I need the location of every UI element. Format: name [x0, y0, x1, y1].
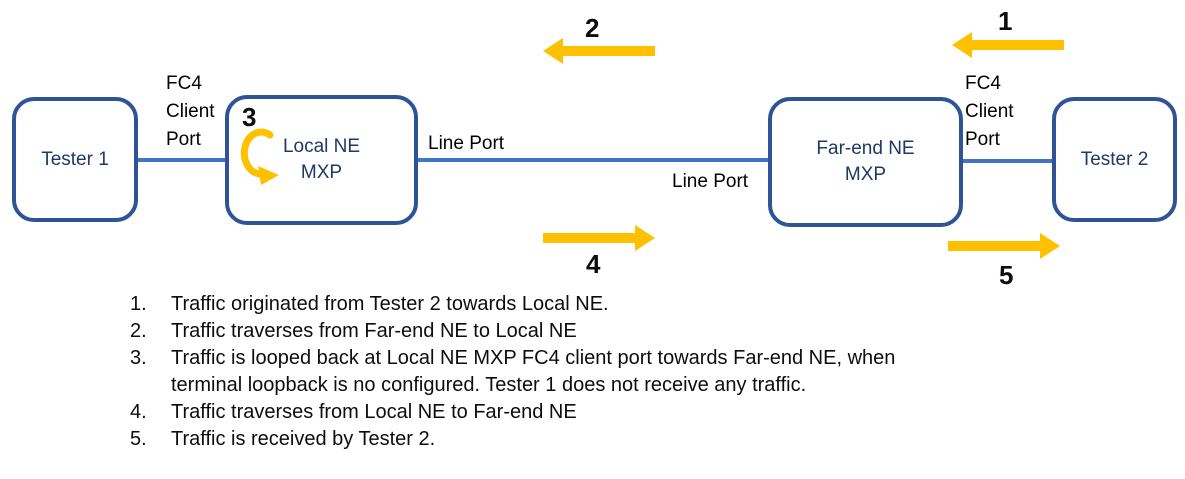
- arrow-4-head: [635, 225, 655, 251]
- arrow-1-left-icon: [952, 32, 1064, 58]
- arrow-4-right-icon: [543, 225, 655, 251]
- list-item: 1. Traffic originated from Tester 2 towa…: [130, 291, 895, 318]
- step-3-text: Traffic is looped back at Local NE MXP F…: [171, 347, 896, 396]
- arrow-3-head: [258, 166, 279, 185]
- list-item: 5. Traffic is received by Tester 2.: [130, 426, 895, 453]
- flow-number-1: 1: [998, 6, 1013, 36]
- line-port-label-right: Line Port: [672, 171, 749, 192]
- flow-number-4: 4: [586, 249, 601, 279]
- arrow-3-loopback-icon: [240, 128, 279, 185]
- fc4-client-port-label-left: FC4 Client Port: [166, 70, 215, 154]
- fc4-right-line2: Client: [965, 101, 1014, 122]
- arrow-2-head: [543, 38, 563, 64]
- node-tester-2: Tester 2: [1052, 97, 1177, 222]
- list-item: 2. Traffic traverses from Far-end NE to …: [130, 318, 895, 345]
- node-tester-2-label: Tester 2: [1080, 148, 1149, 170]
- step-2-number: 2.: [130, 320, 147, 342]
- flow-number-5: 5: [999, 260, 1014, 290]
- node-tester-1-label: Tester 1: [41, 148, 109, 170]
- arrow-2-left-icon: [543, 38, 655, 64]
- fc4-left-line3: Port: [166, 129, 201, 150]
- arrow-5-right-icon: [948, 233, 1060, 259]
- arrow-2-body: [563, 46, 655, 56]
- list-item: 3. Traffic is looped back at Local NE MX…: [130, 345, 895, 399]
- node-local-ne-mxp: Local NE MXP: [225, 95, 418, 225]
- step-5-number: 5.: [130, 428, 147, 450]
- step-3-number: 3.: [130, 347, 147, 369]
- node-local-ne-label-line1: Local NE: [282, 136, 361, 157]
- fc4-left-line2: Client: [166, 101, 215, 122]
- node-local-ne-label-line2: MXP: [300, 162, 343, 183]
- node-far-end-ne-mxp: Far-end NE MXP: [768, 97, 963, 227]
- connector-localne-farend: [418, 158, 768, 162]
- node-tester-1: Tester 1: [12, 97, 138, 222]
- step-4-text: Traffic traverses from Local NE to Far-e…: [171, 401, 577, 423]
- step-4-number: 4.: [130, 401, 147, 423]
- fc4-left-line1: FC4: [166, 73, 202, 94]
- fc4-client-port-label-right: FC4 Client Port: [965, 70, 1014, 154]
- arrow-5-head: [1040, 233, 1060, 259]
- step-1-text: Traffic originated from Tester 2 towards…: [171, 293, 609, 315]
- fc4-right-line3: Port: [965, 129, 1000, 150]
- arrow-1-body: [972, 40, 1064, 50]
- arrow-1-head: [952, 32, 972, 58]
- node-far-end-ne-label-line2: MXP: [844, 164, 887, 185]
- step-2-text: Traffic traverses from Far-end NE to Loc…: [171, 320, 577, 342]
- arrow-3-curve: [240, 128, 274, 178]
- step-1-number: 1.: [130, 293, 147, 315]
- arrow-5-body: [948, 241, 1040, 251]
- traffic-steps-list: 1. Traffic originated from Tester 2 towa…: [130, 291, 895, 453]
- connector-tester1-localne: [138, 158, 225, 162]
- list-item: 4. Traffic traverses from Local NE to Fa…: [130, 399, 895, 426]
- line-port-label-left: Line Port: [428, 133, 505, 154]
- arrow-4-body: [543, 233, 635, 243]
- flow-number-2: 2: [585, 13, 600, 43]
- fc4-right-line1: FC4: [965, 73, 1001, 94]
- flow-number-3: 3: [242, 102, 257, 132]
- connector-farend-tester2: [963, 159, 1052, 163]
- node-far-end-ne-label-line1: Far-end NE: [816, 138, 915, 159]
- step-5-text: Traffic is received by Tester 2.: [171, 428, 436, 450]
